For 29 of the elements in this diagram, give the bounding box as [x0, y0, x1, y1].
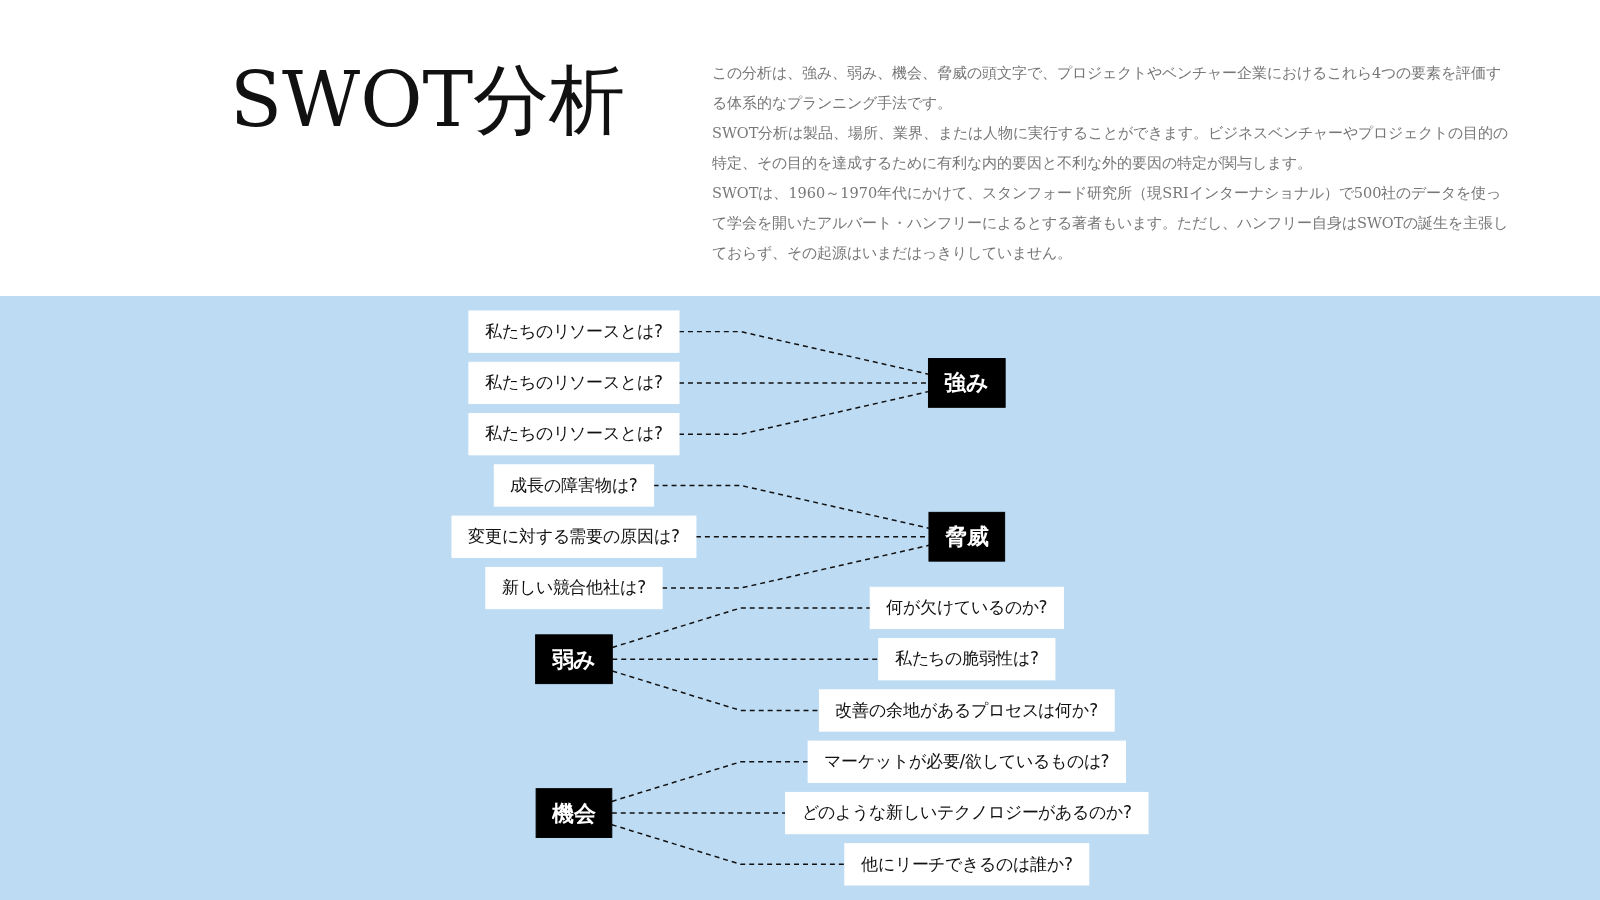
connector — [678, 390, 930, 435]
node-box: 他にリーチできるのは誰か? — [844, 843, 1090, 886]
node-box: 私たちのリソースとは? — [468, 361, 680, 405]
connector — [611, 761, 809, 803]
node-box: 何が欠けているのか? — [869, 586, 1064, 630]
paragraph: SWOTは、1960～1970年代にかけて、スタンフォード研究所（現SRIインターナショナル）で500社のデータを使って学会を開いたアルバート・ハンフリーによるとする著者もいます。ただし、ハンフリー自身はSWOTの誕生を主張しておらず、その起源はいまだはっきりしていません。 — [712, 184, 1510, 263]
node-box: 変更に対する需要の原因は? — [451, 515, 697, 558]
paragraph: SWOT分析は製品、場所、業界、または人物に実行することができます。ビジネスベンチャーやプロジェクトの目的の特定、その目的を達成するために有利な内的要因と不利な外的要因の特定が関与します。 — [712, 124, 1510, 173]
connector — [611, 812, 787, 814]
node-box: 私たちのリソースとは? — [468, 413, 680, 456]
node-box: 新しい競合他社は? — [485, 566, 663, 610]
connector — [611, 823, 846, 866]
connector — [678, 330, 930, 375]
node-box: 弱み — [535, 634, 613, 685]
node-box: 強み — [927, 358, 1006, 408]
node-box: どのような新しいテクノロジーがあるのか? — [785, 791, 1149, 835]
node-box: 私たちの脆弱性は? — [878, 638, 1056, 681]
node-box: 改善の余地があるプロセスは何か? — [818, 689, 1115, 732]
node-box: 機会 — [535, 788, 613, 838]
node-box: 私たちのリソースとは? — [468, 310, 680, 353]
paragraph: この分析は、強み、弱み、機会、脅威の頭文字で、プロジェクトやベンチャー企業におけるこれら4つの要素を評価する体系的なプランニング手法です。 — [712, 64, 1503, 113]
connector — [652, 484, 930, 529]
node-box: 成長の障害物は? — [493, 464, 655, 507]
node-box: 脅威 — [928, 511, 1006, 562]
node-box: マーケットが必要/欲しているものは? — [807, 740, 1126, 783]
connector — [611, 658, 880, 660]
connector — [661, 544, 930, 589]
connector — [611, 607, 871, 649]
title: SWOT分析 — [230, 54, 626, 146]
